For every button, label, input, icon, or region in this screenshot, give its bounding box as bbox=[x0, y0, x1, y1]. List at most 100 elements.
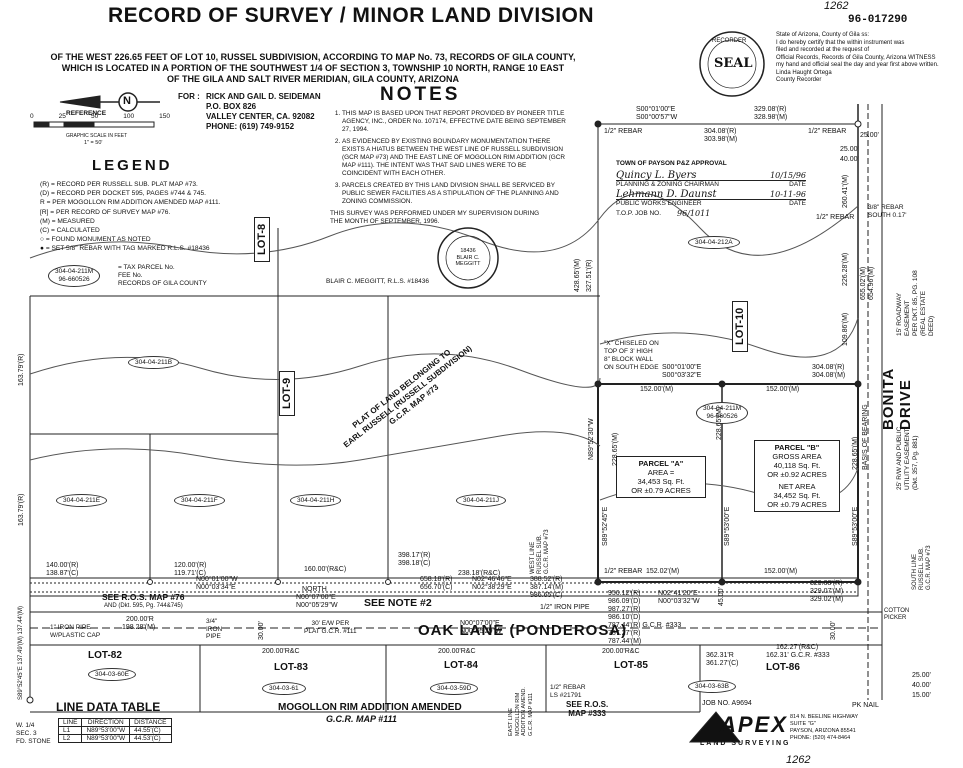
lot-86-label: LOT-86 bbox=[766, 662, 800, 673]
tax-parcel-211b: 304-04-211B bbox=[128, 356, 180, 369]
dim-label: N00°07'00"E bbox=[296, 594, 336, 601]
dim-label: 303.98'(M) bbox=[704, 136, 738, 143]
table-cell: N89°53'00"W bbox=[81, 726, 131, 735]
dim-label: N00°03'34"E bbox=[196, 584, 236, 591]
dim-label: 1/2" REBAR LS #21791 bbox=[550, 684, 586, 699]
legal-description: OF THE WEST 226.65 FEET OF LOT 10, RUSSE… bbox=[50, 52, 576, 84]
lot-84-label: LOT-84 bbox=[444, 660, 478, 671]
seal-ring-text: RECORDER bbox=[712, 38, 747, 44]
dim-label: BASIS OF BEARING bbox=[862, 404, 869, 470]
company-logo-text: APEX bbox=[720, 712, 788, 737]
approval-role-2: PUBLIC WORKS ENGINEER bbox=[616, 200, 702, 207]
note-item: AS EVIDENCED BY EXISTING BOUNDARY MONUME… bbox=[342, 138, 566, 178]
dim-label: 152.00'(M) bbox=[640, 386, 674, 393]
pz-approval-block: TOWN OF PAYSON P&Z APPROVAL Quincy L. By… bbox=[616, 160, 806, 218]
dim-label: 428.65'(M) bbox=[574, 258, 581, 292]
dim-label: 1/2" REBAR bbox=[816, 214, 855, 221]
recorder-certificate: State of Arizona, County of Gila ss: I d… bbox=[776, 32, 939, 83]
dim-label: N89°52'30"W bbox=[588, 418, 595, 460]
dim-label: 25.00' bbox=[840, 146, 859, 153]
dim-label: 228.65'(M) bbox=[852, 436, 859, 470]
parcel-a-acres: OR ±0.79 ACRES bbox=[631, 486, 691, 495]
dim-label: 200.00'R bbox=[126, 616, 154, 623]
surveyor-stamp: 18436 BLAIR C. MEGGITT bbox=[446, 248, 490, 268]
dim-label: 328.98'(M) bbox=[754, 114, 788, 121]
dim-label: SOUTH LINE RUSSELL SUB. G.C.R. MAP #73 bbox=[912, 545, 932, 590]
parcel-a-name: PARCEL "A" bbox=[638, 459, 684, 468]
legend-item: (D) = RECORD PER DOCKET 595, PAGES #744 … bbox=[40, 190, 206, 198]
dim-label: AND (Dkt. 595, Pg. 744&745) bbox=[104, 603, 183, 609]
dim-label: S89°52'45"E bbox=[602, 506, 609, 546]
legend-item: ● = SET 5/8" REBAR WITH TAG MARKED R.L.S… bbox=[40, 245, 210, 253]
dim-label: 163.79'(R) bbox=[18, 493, 25, 526]
dim-label: 655.02'(M) bbox=[860, 266, 867, 300]
seal-text: SEAL bbox=[714, 56, 753, 71]
dim-label: 956.12'(R) bbox=[608, 590, 641, 597]
dim-label: 329.08'(R) bbox=[810, 580, 843, 587]
dim-label: 152.00'(M) bbox=[764, 568, 798, 575]
legend-item: (R) = RECORD PER RUSSELL SUB. PLAT MAP #… bbox=[40, 181, 198, 188]
north-arrow-letter: N bbox=[123, 95, 131, 107]
dim-label: 120.00'(R) bbox=[174, 562, 207, 569]
dim-label: 200.00'R&C bbox=[262, 648, 300, 655]
legend-item: ○ = FOUND MONUMENT AS NOTED bbox=[40, 236, 151, 244]
bottom-note: 1262 bbox=[786, 754, 811, 766]
oak-lane-label: OAK LANE (PONDEROSA) bbox=[418, 622, 628, 639]
lot-82-label: LOT-82 bbox=[88, 650, 122, 661]
dim-label: 30' E/W PER PLAT G.C.R. #111 bbox=[304, 620, 357, 635]
legend-title: LEGEND bbox=[92, 157, 173, 174]
table-cell: L2 bbox=[57, 734, 83, 743]
approval-date-label-1: DATE bbox=[789, 181, 806, 188]
dim-label: 25.00' bbox=[912, 672, 931, 679]
tax-parcel-212a: 304-04-212A bbox=[688, 236, 740, 249]
dim-label: 986.09'(D) bbox=[608, 598, 641, 605]
surveyor-name: BLAIR C. MEGGITT, R.L.S. #18436 bbox=[326, 278, 429, 285]
map-title: RECORD OF SURVEY / MINOR LAND DIVISION bbox=[107, 4, 595, 27]
approval-job-label: T.O.P. JOB NO. bbox=[616, 210, 662, 217]
dim-label: 238.18'(R&C) bbox=[458, 570, 501, 577]
dim-label: 40.00' bbox=[912, 682, 931, 689]
dim-label: S00°01'00"E bbox=[662, 364, 702, 371]
legend-tax-desc: = TAX PARCEL No. FEE No. RECORDS OF GILA… bbox=[118, 264, 207, 287]
dim-label: 40.00' bbox=[840, 156, 859, 163]
table-cell: N89°53'00"W bbox=[81, 734, 131, 743]
dim-label: 1/2" REBAR bbox=[604, 568, 643, 575]
stamp-line: MEGGITT bbox=[455, 261, 481, 267]
parcel-a-area-label: AREA = bbox=[647, 468, 675, 477]
legend-tax-parcel: 304-04-211M bbox=[55, 268, 94, 275]
dim-label: 1/2" REBAR bbox=[808, 128, 847, 135]
scale-tick-3: 100 bbox=[123, 113, 135, 120]
see-ros-76: SEE R.O.S. MAP #76 bbox=[102, 592, 185, 602]
dim-label: N00°05'29"W bbox=[296, 602, 338, 609]
parcel-b-gross-label: GROSS AREA bbox=[772, 452, 822, 461]
bonita-drive-label: BONITA DRIVE bbox=[880, 368, 914, 430]
dim-label: 163.79'(R) bbox=[18, 353, 25, 386]
dim-label: 119.71'(C) bbox=[174, 570, 206, 577]
dim-label: 162.27'(R&C) bbox=[776, 644, 819, 651]
dim-label: 398.17'(R) bbox=[398, 552, 431, 559]
corner-note: 1262 bbox=[824, 0, 849, 12]
parcel-b-name: PARCEL "B" bbox=[774, 443, 820, 452]
dim-label: 787.44'(M) bbox=[608, 638, 642, 645]
dim-label: S89°53'00"E bbox=[852, 506, 859, 546]
approval-signature-2: Lehmann D. Daunst bbox=[616, 189, 717, 200]
legend-item: [R] = PER RECORD OF SURVEY MAP #76. bbox=[40, 208, 171, 216]
dim-label: 656.70'(C) bbox=[420, 584, 453, 591]
dim-label: 152.02'(M) bbox=[646, 568, 680, 575]
dim-label: 387.14'(M) bbox=[530, 584, 564, 591]
tax-parcel-03-63b: 304-03-63B bbox=[688, 680, 736, 693]
tax-parcel-03-59d: 304-03-59D bbox=[430, 682, 479, 695]
parcel-a-box: PARCEL "A" AREA = 34,453 Sq. Ft. OR ±0.7… bbox=[616, 456, 706, 498]
dim-label: 30.00' bbox=[258, 621, 265, 640]
survey-statement: THIS SURVEY WAS PERFORMED UNDER MY SUPER… bbox=[330, 210, 540, 225]
dim-label: 200.00'R&C bbox=[602, 648, 640, 655]
table-row: L1 N89°53'00"W 44.55'(C) bbox=[57, 726, 172, 735]
dim-label: 226.28'(M) bbox=[842, 252, 849, 286]
dim-label: S00°03'32"E bbox=[662, 372, 702, 379]
lot-9-label: LOT-9 bbox=[279, 370, 295, 416]
parcel-b-gross-sqft: 40,118 Sq. Ft. bbox=[773, 461, 821, 470]
dim-label: 15.00' bbox=[912, 692, 931, 699]
legend-item: R = PER MOGOLLON RIM ADDITION AMENDED MA… bbox=[40, 199, 221, 207]
dim-label: 228.65'(M) bbox=[612, 432, 619, 466]
stamp-line: 18436 bbox=[460, 248, 476, 254]
